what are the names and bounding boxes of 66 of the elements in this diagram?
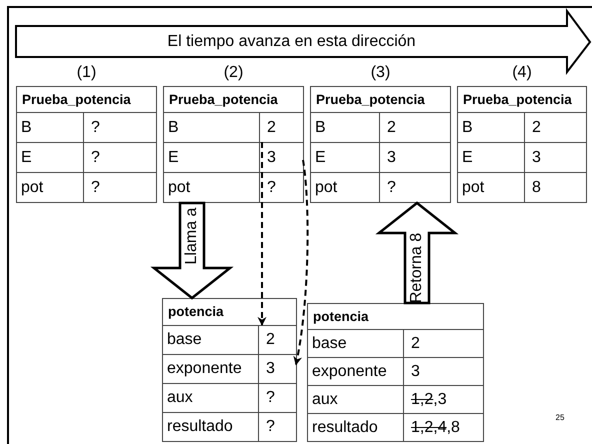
variable-name: resultado — [308, 413, 403, 441]
variable-value: 8 — [524, 172, 586, 202]
variable-name: pot — [311, 172, 379, 202]
variable-value: ? — [83, 112, 156, 142]
block-arrow — [150, 202, 234, 300]
variable-name: E — [311, 142, 379, 172]
table-title: Prueba_potencia — [316, 91, 425, 109]
variable-name: exponente — [308, 357, 403, 385]
current-value: ,8 — [446, 418, 460, 436]
value-cell — [403, 385, 483, 413]
step-number: (4) — [511, 64, 533, 82]
table — [307, 303, 484, 442]
table-title: Prueba_potencia — [463, 91, 572, 109]
variable-name: E — [458, 142, 524, 172]
table — [162, 298, 297, 442]
variable-name: B — [17, 112, 83, 142]
variable-name: aux — [163, 383, 258, 412]
variable-name: pot — [458, 172, 524, 202]
variable-value: 3 — [258, 354, 296, 383]
variable-name: exponente — [163, 354, 258, 383]
variable-value: ? — [83, 172, 156, 202]
struck-value: 1,2 — [411, 390, 434, 408]
variable-name: B — [311, 112, 379, 142]
slide-number: 25 — [554, 412, 566, 424]
table — [457, 86, 587, 203]
variable-name: base — [163, 325, 258, 354]
current-value: ,3 — [433, 390, 447, 408]
step-number: (3) — [370, 64, 392, 82]
variable-value: ? — [258, 412, 296, 441]
variable-value: 3 — [403, 357, 483, 385]
step-number: (2) — [222, 64, 244, 82]
table-title: potencia — [313, 308, 369, 326]
variable-value: ? — [379, 172, 450, 202]
variable-value: 3 — [259, 142, 303, 172]
edge-label: Retorna 8 — [408, 232, 426, 306]
table-title: Prueba_potencia — [169, 91, 278, 109]
variable-name: aux — [308, 385, 403, 413]
variable-value: ? — [258, 383, 296, 412]
table — [16, 86, 157, 203]
variable-name: B — [458, 112, 524, 142]
variable-value: 2 — [259, 112, 303, 142]
variable-name: pot — [17, 172, 83, 202]
variable-name: base — [308, 329, 403, 357]
table — [310, 86, 451, 203]
variable-name: E — [17, 142, 83, 172]
dashed-arrow — [258, 142, 266, 326]
variable-value: 2 — [524, 112, 586, 142]
banner-text: El tiempo avanza en esta dirección — [166, 32, 417, 52]
variable-name: B — [164, 112, 259, 142]
struck-value: 1,2,4 — [411, 418, 447, 436]
table-title: potencia — [168, 303, 224, 321]
variable-name: resultado — [163, 412, 258, 441]
table-title: Prueba_potencia — [22, 91, 131, 109]
table — [163, 86, 304, 203]
variable-value: 2 — [379, 112, 450, 142]
step-number: (1) — [76, 64, 98, 82]
value-cell — [403, 413, 483, 441]
variable-value: 2 — [403, 329, 483, 357]
variable-value: ? — [83, 142, 156, 172]
variable-value: 2 — [258, 325, 296, 354]
block-arrow — [375, 201, 459, 304]
variable-value: ? — [259, 172, 303, 202]
variable-value: 3 — [524, 142, 586, 172]
dashed-arrow — [293, 160, 309, 366]
variable-name: E — [164, 142, 259, 172]
variable-value: 3 — [379, 142, 450, 172]
